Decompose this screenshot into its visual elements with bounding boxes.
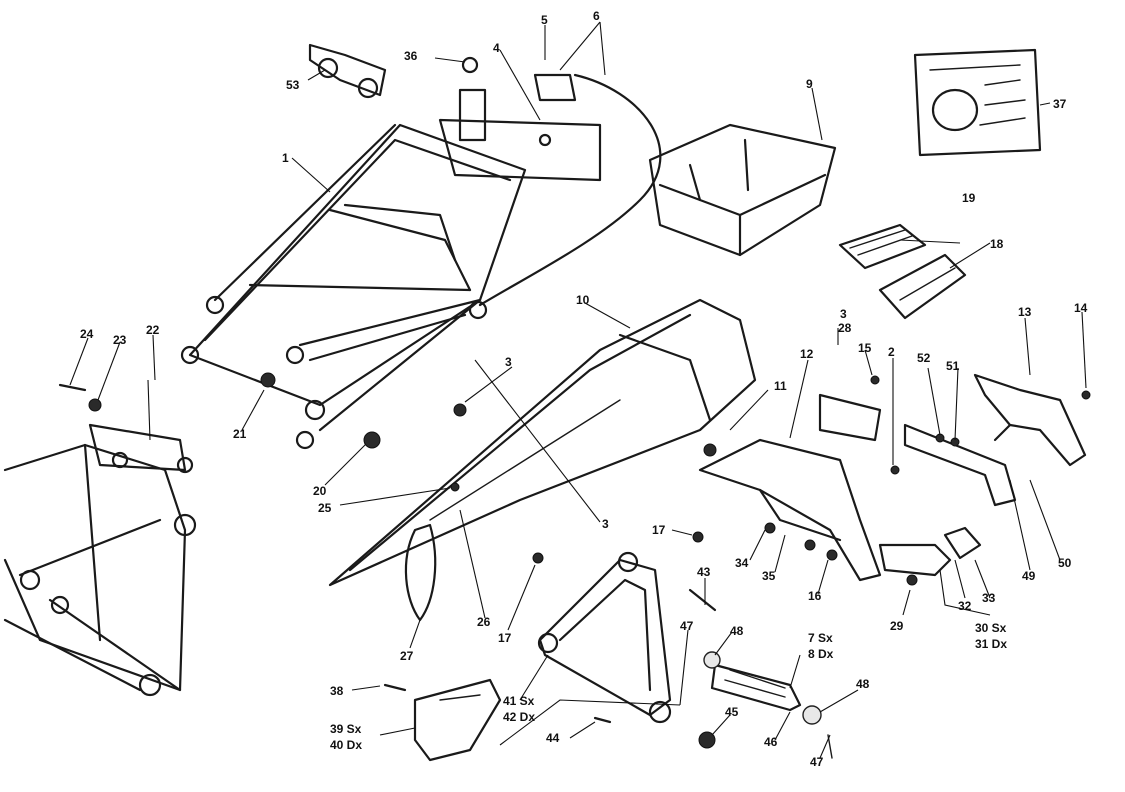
label-46: 46 [764,735,778,749]
label-23: 23 [113,333,127,347]
label-5: 5 [541,13,548,27]
hardware [58,372,1091,759]
label-52: 52 [917,351,931,365]
label-42: 42 Dx [503,710,535,724]
turn-signal [878,526,982,577]
label-38: 38 [330,684,344,698]
label-22: 22 [146,323,160,337]
label-30: 30 Sx [975,621,1007,635]
label-13: 13 [1018,305,1032,319]
label-44: 44 [546,731,560,745]
label-20: 20 [313,484,327,498]
label-3a: 3 [505,355,512,369]
label-49: 49 [1022,569,1036,583]
label-21: 21 [233,427,247,441]
label-51: 51 [946,359,960,373]
main-frame-partial [3,423,197,697]
label-50: 50 [1058,556,1072,570]
label-28: 28 [838,321,852,335]
battery-tray [648,123,837,257]
label-53: 53 [286,78,300,92]
label-24: 24 [80,327,94,341]
cable [478,73,662,307]
label-7: 7 Sx [808,631,833,645]
label-27: 27 [400,649,414,663]
label-48a: 48 [730,624,744,638]
callout-labels: 1 2 3 3 3 4 5 6 9 10 11 12 13 14 15 16 1… [80,9,1088,769]
label-10: 10 [576,293,590,307]
footpeg-bracket [537,551,672,724]
label-41: 41 Sx [503,694,535,708]
label-1: 1 [282,151,289,165]
label-33: 33 [982,591,996,605]
label-32: 32 [958,599,972,613]
strap-27 [404,523,437,622]
label-25: 25 [318,501,332,515]
grab-handle-13 [973,373,1087,467]
label-39: 39 Sx [330,722,362,736]
label-37: 37 [1053,97,1067,111]
label-19: 19 [962,191,976,205]
inset-detail-box [913,48,1042,157]
label-48b: 48 [856,677,870,691]
label-47a: 47 [680,619,694,633]
label-29: 29 [890,619,904,633]
label-26: 26 [477,615,491,629]
label-43: 43 [697,565,711,579]
label-34: 34 [735,556,749,570]
label-15: 15 [858,341,872,355]
label-14: 14 [1074,301,1088,315]
label-8: 8 Dx [808,647,834,661]
label-12: 12 [800,347,814,361]
label-18: 18 [990,237,1004,251]
footpeg [710,663,802,712]
label-3c: 3 [840,307,847,321]
label-2: 2 [888,345,895,359]
label-16: 16 [808,589,822,603]
tool-kit-18 [878,253,967,320]
bracket-49 [903,423,1017,507]
document-holder-19 [838,223,927,270]
label-17a: 17 [652,523,666,537]
rear-subframe [180,56,602,450]
label-17b: 17 [498,631,512,645]
label-11: 11 [774,379,787,393]
label-3b: 3 [602,517,609,531]
label-6: 6 [593,9,600,23]
leader-lines [69,21,1087,759]
label-47b: 47 [810,755,824,769]
bracket-53 [308,43,387,99]
label-4: 4 [493,41,500,55]
label-31: 31 Dx [975,637,1007,651]
label-35: 35 [762,569,776,583]
label-36: 36 [404,49,418,63]
license-plate-holder [698,393,882,582]
label-45: 45 [725,705,739,719]
label-9: 9 [806,77,813,91]
rear-fender [328,298,757,587]
label-40: 40 Dx [330,738,362,752]
heel-guard [413,678,502,762]
